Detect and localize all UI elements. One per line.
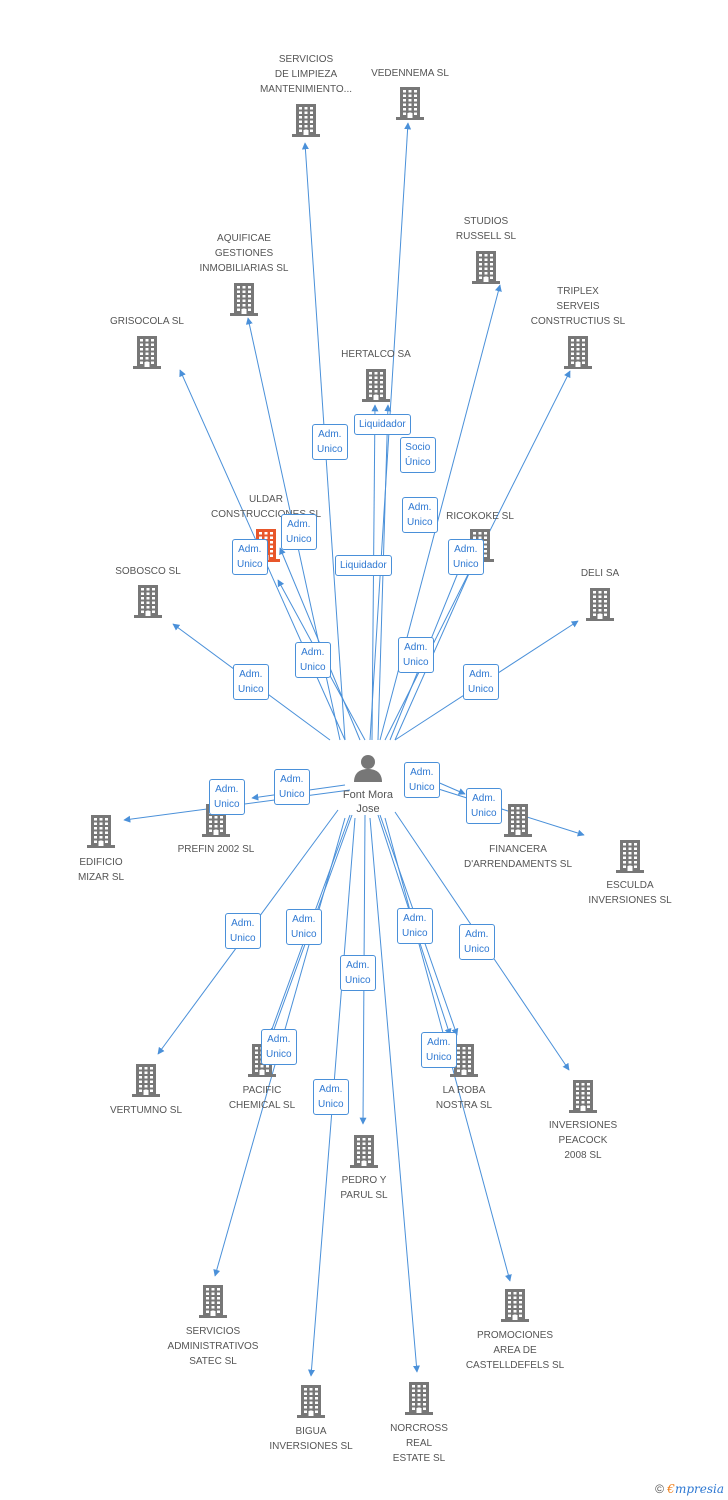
building-icon[interactable] <box>360 368 392 402</box>
relation-badge-21[interactable]: Adm. Unico <box>459 924 495 960</box>
edge-12 <box>394 559 476 741</box>
relation-badge-5[interactable]: Adm. Unico <box>402 497 438 533</box>
building-icon[interactable] <box>348 1134 380 1168</box>
brand-footer: © €mpresia <box>655 1482 724 1496</box>
building-icon[interactable] <box>394 86 426 120</box>
company-name[interactable]: NORCROSS REAL ESTATE SL <box>390 1423 448 1464</box>
building-icon[interactable] <box>502 803 534 837</box>
relation-badge-14[interactable]: Adm. Unico <box>274 769 310 805</box>
relation-badge-12[interactable]: Adm. Unico <box>463 664 499 700</box>
company-name[interactable]: FINANCERA D'ARRENDAMENTS SL <box>463 844 573 870</box>
building-icon[interactable] <box>132 584 164 618</box>
relation-badge-10[interactable]: Adm. Unico <box>295 642 331 678</box>
relation-badge-9[interactable]: Adm. Unico <box>233 664 269 700</box>
company-name[interactable]: ULDAR CONSTRUCCIONES SL <box>210 494 321 520</box>
relation-badge-1[interactable]: Adm. Unico <box>312 424 348 460</box>
company-name[interactable]: BIGUA INVERSIONES SL <box>269 1426 353 1452</box>
company-name[interactable]: STUDIOS RUSSELL SL <box>455 216 517 242</box>
building-icon[interactable] <box>470 250 502 284</box>
relation-badge-4[interactable]: Adm. Unico <box>281 514 317 550</box>
building-icon[interactable] <box>290 103 322 137</box>
relation-badge-24[interactable]: Adm. Unico <box>313 1079 349 1115</box>
relation-badge-2[interactable]: Liquidador <box>354 414 411 435</box>
relation-badge-15[interactable]: Adm. Unico <box>404 762 440 798</box>
relation-badge-16[interactable]: Adm. Unico <box>466 788 502 824</box>
empresia-logo-e: € <box>667 1482 675 1496</box>
relation-badge-7[interactable]: Liquidador <box>335 555 392 576</box>
company-name[interactable]: LA ROBA NOSTRA SL <box>435 1085 493 1111</box>
company-name[interactable]: EDIFICIO MIZAR SL <box>77 857 125 883</box>
company-name[interactable]: SOBOSCO SL <box>115 566 181 577</box>
person-icon[interactable] <box>353 753 383 783</box>
building-icon[interactable] <box>448 1043 480 1077</box>
company-name[interactable]: DELI SA <box>580 568 620 579</box>
copyright-symbol: © <box>655 1482 664 1496</box>
company-name[interactable]: HERTALCO SA <box>341 349 411 360</box>
building-icon[interactable] <box>228 282 260 316</box>
company-name[interactable]: PEDRO Y PARUL SL <box>340 1175 388 1201</box>
building-icon[interactable] <box>130 1063 162 1097</box>
company-name[interactable]: PACIFIC CHEMICAL SL <box>228 1085 296 1111</box>
building-icon[interactable] <box>499 1288 531 1322</box>
relation-badge-6[interactable]: Adm. Unico <box>232 539 268 575</box>
relation-badge-3[interactable]: Socio Único <box>400 437 436 473</box>
building-icon[interactable] <box>131 335 163 369</box>
relation-badge-18[interactable]: Adm. Unico <box>286 909 322 945</box>
company-name[interactable]: SERVICIOS ADMINISTRATIVOS SATEC SL <box>167 1326 259 1367</box>
relation-badge-13[interactable]: Adm. Unico <box>209 779 245 815</box>
person-name[interactable]: Font Mora Jose <box>342 789 394 815</box>
relation-badge-8[interactable]: Adm. Unico <box>448 539 484 575</box>
relation-badge-19[interactable]: Adm. Unico <box>340 955 376 991</box>
relation-badge-22[interactable]: Adm. Unico <box>261 1029 297 1065</box>
building-icon[interactable] <box>614 839 646 873</box>
company-name[interactable]: PREFIN 2002 SL <box>177 844 255 855</box>
building-icon[interactable] <box>567 1079 599 1113</box>
building-icon[interactable] <box>197 1284 229 1318</box>
building-icon[interactable] <box>562 335 594 369</box>
empresia-logo-text: mpresia <box>674 1482 724 1496</box>
company-name[interactable]: AQUIFICAE GESTIONES INMOBILIARIAS SL <box>199 233 289 274</box>
building-icon[interactable] <box>403 1381 435 1415</box>
relation-badge-17[interactable]: Adm. Unico <box>225 913 261 949</box>
company-name[interactable]: PROMOCIONES AREA DE CASTELLDEFELS SL <box>465 1330 565 1371</box>
relation-badge-20[interactable]: Adm. Unico <box>397 908 433 944</box>
company-name[interactable]: VEDENNEMA SL <box>371 68 449 79</box>
building-icon[interactable] <box>584 587 616 621</box>
company-name[interactable]: RICOKOKE SL <box>446 511 514 522</box>
company-name[interactable]: GRISOCOLA SL <box>110 316 184 327</box>
company-name[interactable]: INVERSIONES PEACOCK 2008 SL <box>548 1120 618 1161</box>
relation-badge-23[interactable]: Adm. Unico <box>421 1032 457 1068</box>
relation-badge-11[interactable]: Adm. Unico <box>398 637 434 673</box>
edge-27 <box>369 817 420 1373</box>
building-icon[interactable] <box>295 1384 327 1418</box>
company-name[interactable]: SERVICIOS DE LIMPIEZA MANTENIMIENTO... <box>259 54 353 95</box>
building-icon[interactable] <box>85 814 117 848</box>
company-name[interactable]: VERTUMNO SL <box>109 1105 183 1116</box>
company-name[interactable]: TRIPLEX SERVEIS CONSTRUCTIUS SL <box>530 286 626 327</box>
company-name[interactable]: ESCULDA INVERSIONES SL <box>588 880 672 906</box>
